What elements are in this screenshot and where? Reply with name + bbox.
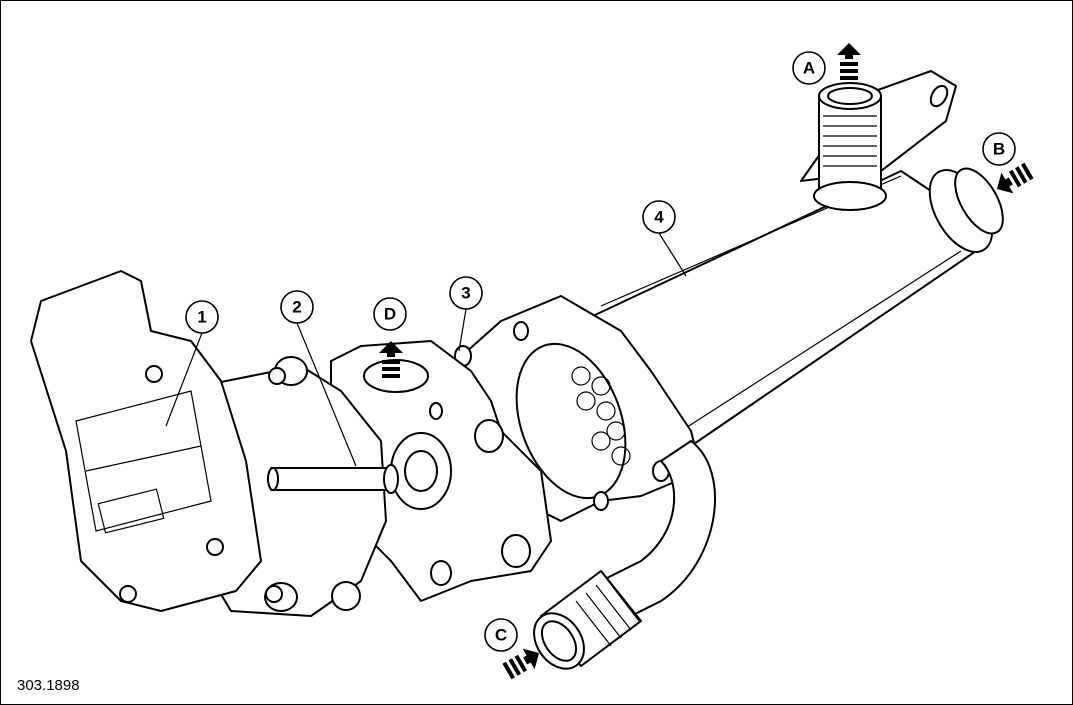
callout-a: A	[792, 51, 826, 85]
svg-text:D: D	[384, 305, 396, 324]
svg-text:C: C	[495, 626, 507, 645]
callout-1: 1	[185, 300, 219, 334]
callout-3: 3	[449, 276, 483, 310]
svg-text:4: 4	[654, 208, 664, 227]
svg-text:1: 1	[197, 308, 206, 327]
flow-arrow-a	[837, 43, 861, 80]
electric-actuator	[30, 270, 286, 612]
flow-arrow-d	[379, 341, 403, 378]
callout-4: 4	[642, 200, 676, 234]
flow-arrow-b	[997, 162, 1034, 194]
callout-d: D	[373, 297, 407, 331]
coolant-pipe-c	[533, 440, 716, 670]
svg-text:2: 2	[292, 298, 301, 317]
svg-text:A: A	[803, 59, 815, 78]
svg-text:B: B	[993, 140, 1005, 159]
leader-lines	[165, 232, 687, 467]
svg-text:3: 3	[461, 284, 470, 303]
callout-2: 2	[280, 290, 314, 324]
callout-b: B	[982, 132, 1016, 166]
figure-reference-number: 303.1898	[17, 677, 80, 694]
callout-c: C	[484, 618, 518, 652]
coolant-pipe-a	[813, 82, 887, 211]
flow-arrow-c	[502, 648, 539, 680]
